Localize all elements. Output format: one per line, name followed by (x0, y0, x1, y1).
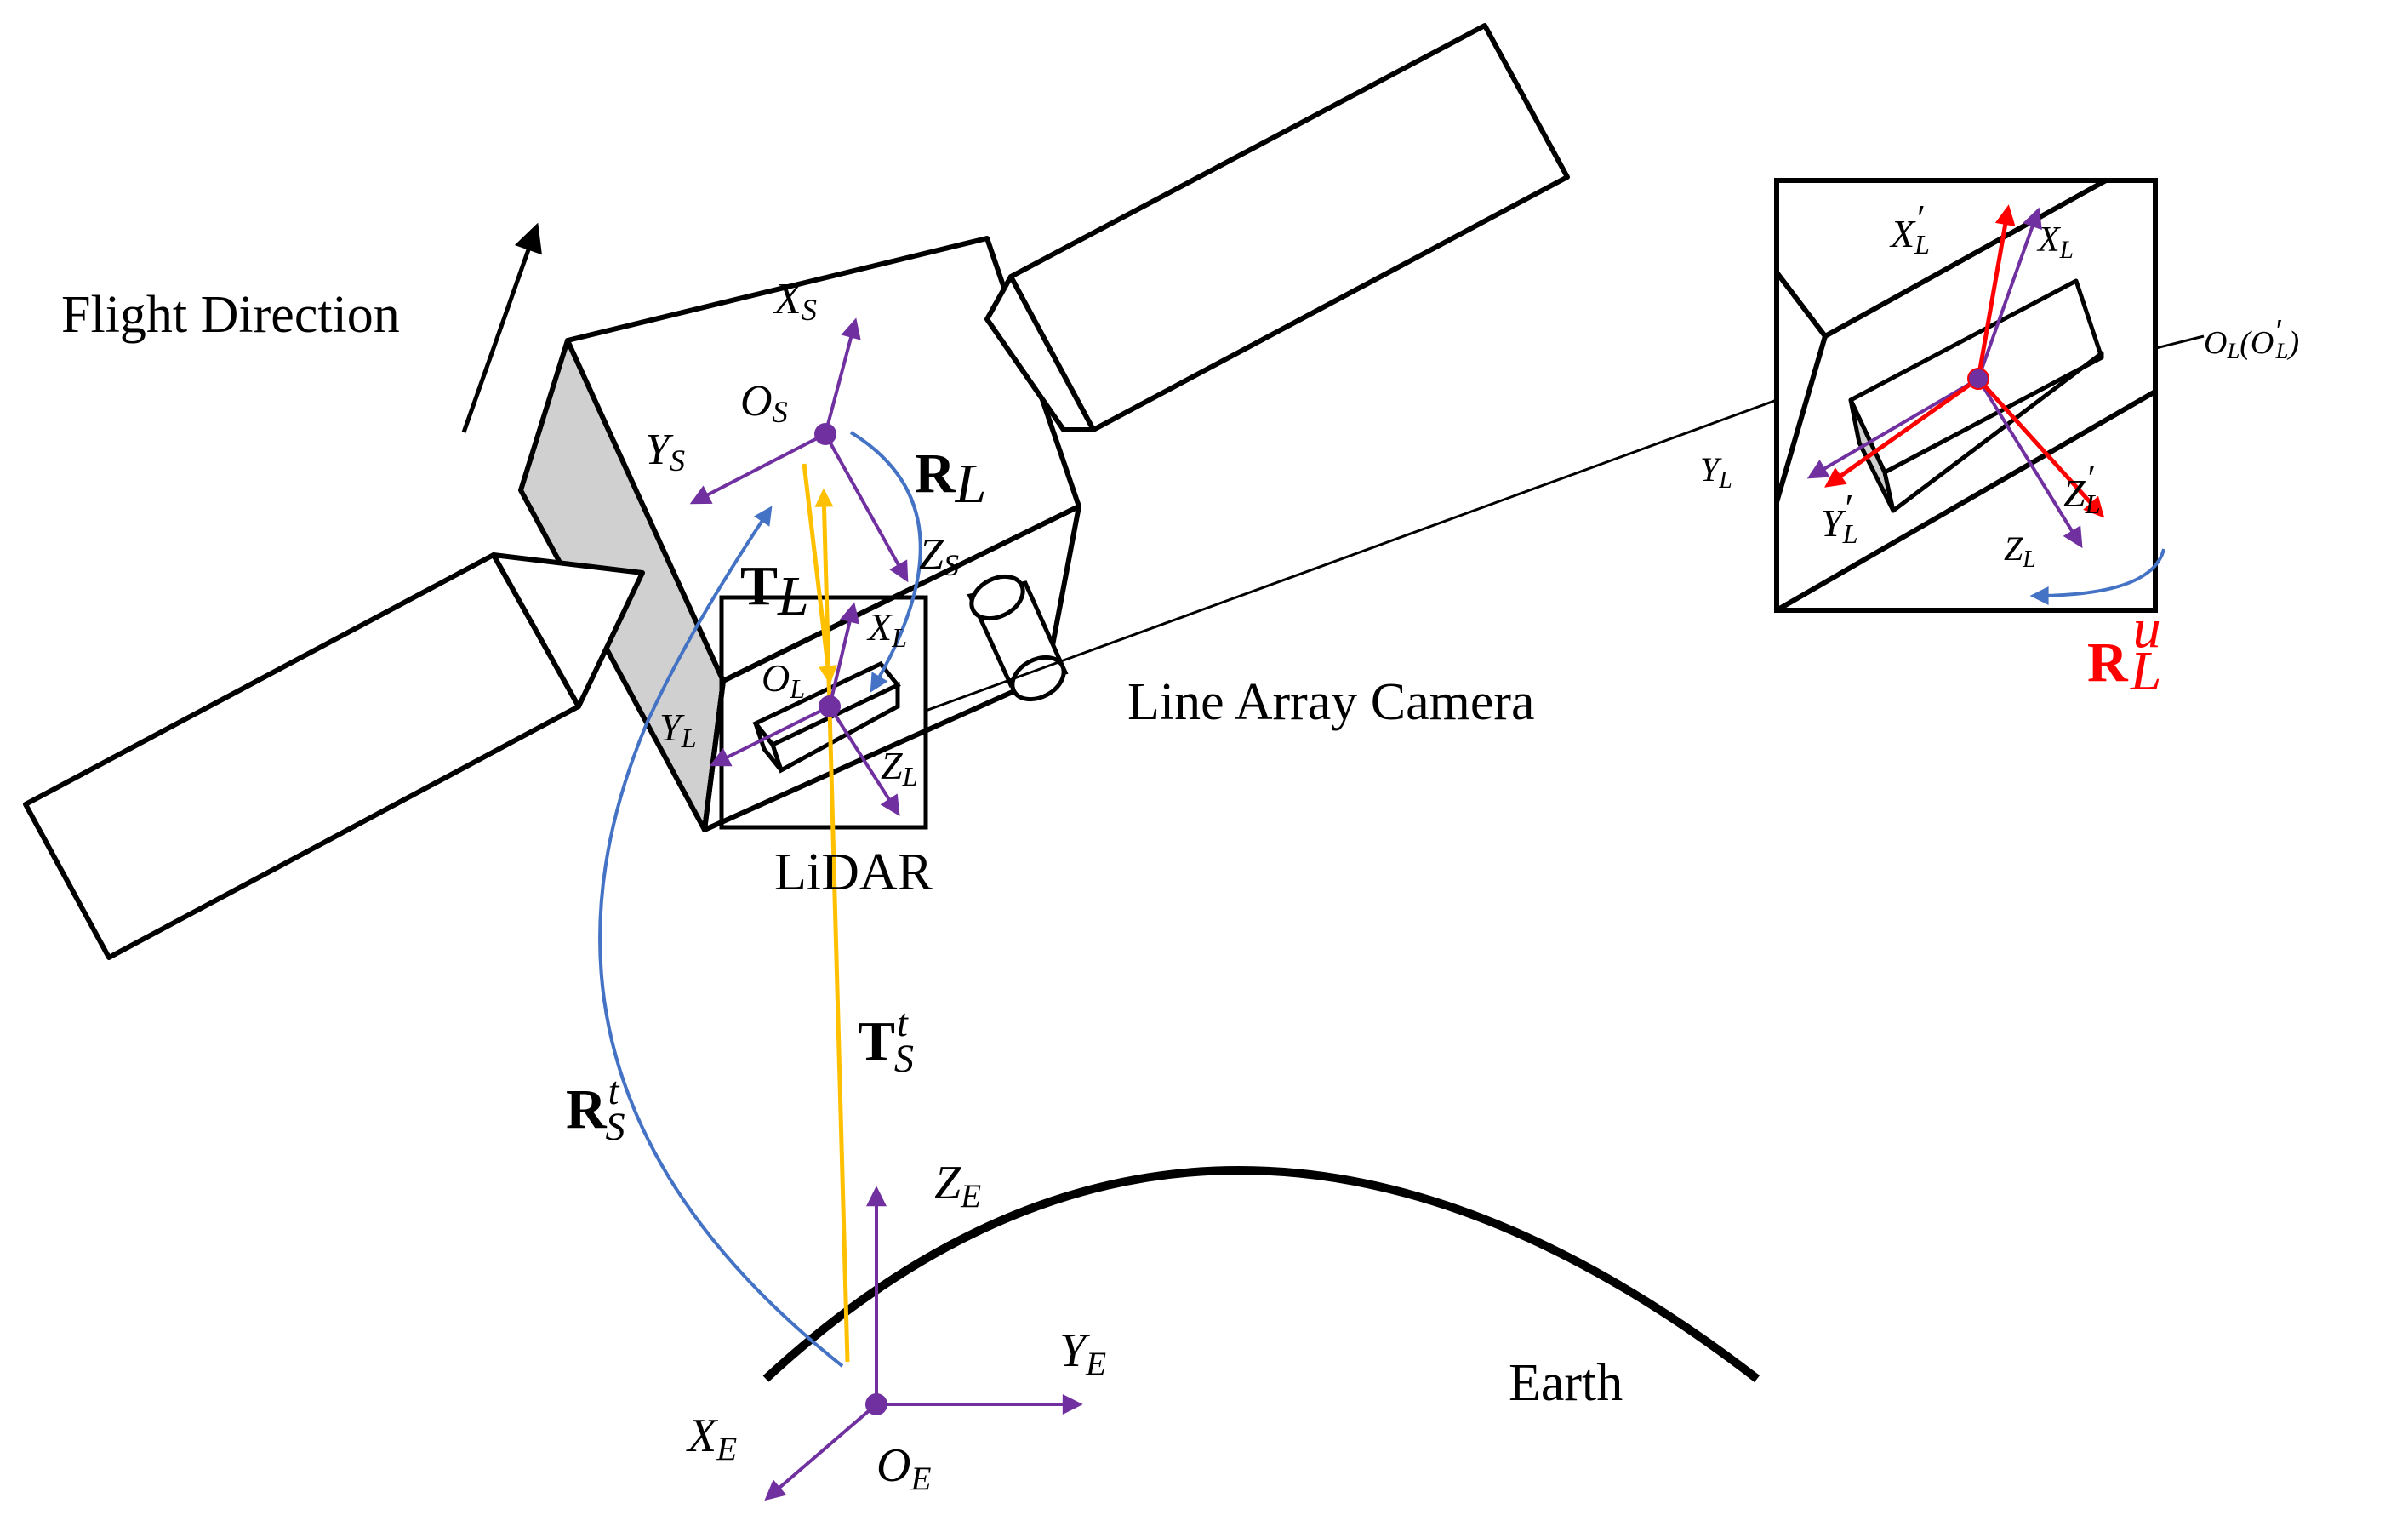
inset-lidar-front (1882, 351, 2104, 513)
inset-z-prime-label: Z′L (2063, 456, 2101, 519)
inset-z-axis (1977, 377, 2083, 549)
inset-x-axis (1977, 207, 2042, 380)
translation-TL-label: TL (740, 555, 809, 627)
inset-y-axis (1806, 377, 1980, 479)
lidar-label: LiDAR (774, 843, 933, 901)
earth-x-label: XE (686, 1409, 737, 1467)
satellite-frame-axes (689, 317, 909, 583)
solar-panel-left (23, 552, 645, 960)
inset-origin-dot (1967, 368, 1989, 390)
inset-x-label: XL (2036, 220, 2074, 264)
translation-arrows (802, 463, 850, 1363)
lidar-origin-label: OL (762, 656, 805, 704)
inset-y-prime-axis (1824, 376, 1980, 488)
translation-TSt-arrow (814, 488, 850, 1363)
rotation-arrows (598, 431, 922, 1368)
lidar-y-axis (709, 705, 830, 767)
satellite-y-axis (689, 432, 826, 505)
satellite-y-label: YS (645, 426, 685, 477)
inset-y-label: YL (1700, 450, 1732, 494)
solar-panel-left-mount (491, 552, 645, 709)
inset-update-rotation-arc (2029, 548, 2165, 605)
earth-arc (762, 1166, 1760, 1382)
rotation-RL-label: RL (915, 443, 986, 515)
lidar-z-label: ZL (881, 744, 918, 792)
inset-x-prime-axis (1976, 204, 2016, 380)
lidar-z-axis (828, 705, 900, 817)
solar-panel-right-mount (984, 274, 1096, 432)
line-array-camera-label: Line Array Camera (1127, 673, 1535, 731)
inset-body-edge-lower (1774, 335, 1828, 503)
lidar-x-axis (828, 602, 860, 707)
earth-label: Earth (1509, 1354, 1623, 1412)
lidar-frame-axes (709, 602, 900, 817)
rotation-RSt-arc (598, 506, 844, 1368)
inset-z-label: ZL (2004, 529, 2036, 573)
lidar-y-label: YL (659, 706, 697, 753)
earth-x-axis (764, 1403, 878, 1501)
satellite-z-label: ZS (919, 530, 959, 582)
earth-frame-axes (764, 1186, 1083, 1501)
satellite-origin-dot (814, 423, 836, 445)
inset-front-edge (1775, 389, 2157, 613)
satellite-x-label: XS (773, 275, 817, 327)
inset-y-prime-label: Y′L (1821, 486, 1858, 549)
earth-z-label: ZE (934, 1157, 981, 1215)
lidar-zoom-box (719, 595, 928, 830)
satellite-z-axis (824, 433, 909, 583)
inset-z-prime-axis (1977, 377, 2105, 518)
flight-direction-arrow (461, 222, 542, 433)
satellite-x-axis (824, 317, 861, 435)
earth-y-label: YE (1059, 1324, 1106, 1382)
earth-origin-dot (865, 1393, 887, 1415)
inset-x-prime-label: X′L (1889, 197, 1930, 260)
inset-panel (1774, 178, 2165, 613)
lidar-origin-dot (819, 695, 841, 717)
flight-direction-label: Flight Direction (61, 286, 400, 344)
satellite-origin-label: OS (740, 377, 788, 429)
translation-TL-arrow (802, 463, 837, 685)
lidar-x-label: XL (866, 605, 907, 653)
solar-panel-right (984, 23, 1570, 432)
rotation-RL-arc (849, 431, 922, 693)
inset-origin-label: OL(O′L) (2204, 313, 2299, 363)
earth-origin-label: OE (876, 1439, 931, 1497)
line-array-camera (967, 574, 1069, 702)
